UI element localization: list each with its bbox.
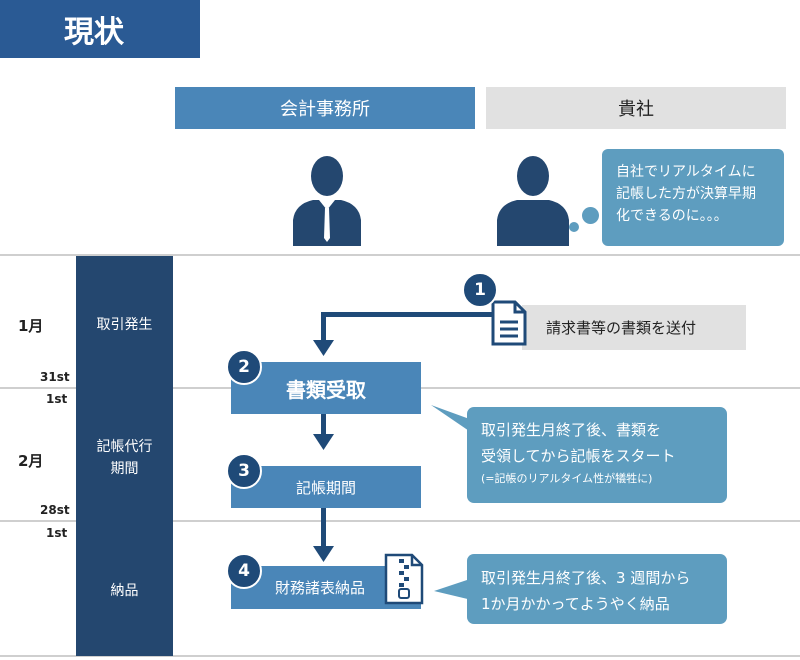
phase-label-bookkeeping: 記帳代行 期間 (76, 436, 173, 480)
arrow-down-icon (313, 546, 334, 562)
step-number-badge: 2 (226, 349, 262, 385)
callout-bookkeeping-delay: 取引発生月終了後、書類を 受領してから記帳をスタート (=記帳のリアルタイム性が… (467, 407, 727, 503)
step-number-badge: 1 (462, 272, 498, 308)
month-label: 1月 (18, 317, 44, 335)
thought-line: 化できるのに。。。 (616, 208, 728, 224)
flow-connector (321, 508, 326, 548)
accounting-firm-header: 会計事務所 (175, 87, 475, 129)
receive-documents-box: 書類受取 (231, 362, 421, 414)
callout-text: (=記帳のリアルタイム性が犠牲に) (481, 472, 653, 485)
zip-file-icon (384, 553, 424, 605)
page-title: 現状 (0, 0, 200, 58)
day-label: 1st (46, 392, 68, 406)
callout-text: 取引発生月終了後、3 週間から (481, 569, 691, 587)
document-icon (491, 300, 527, 346)
day-label: 31st (40, 370, 70, 384)
arrow-down-icon (313, 434, 334, 450)
callout-pointer (431, 405, 475, 435)
send-documents-box: 請求書等の書類を送付 (522, 305, 746, 350)
bookkeeping-period-box: 記帳期間 (231, 466, 421, 508)
thought-dot-large (582, 207, 599, 224)
thought-bubble: 自社でリアルタイムに 記帳した方が決算早期 化できるのに。。。 (602, 149, 784, 246)
step-number-badge: 4 (226, 553, 262, 589)
flow-connector (321, 312, 496, 317)
callout-text: 受領してから記帳をスタート (481, 447, 676, 465)
thought-line: 記帳した方が決算早期 (616, 186, 756, 202)
arrow-down-icon (313, 340, 334, 356)
day-label: 1st (46, 526, 68, 540)
client-company-header: 貴社 (486, 87, 786, 129)
accountant-person-icon (293, 156, 361, 246)
phase-label-line: 記帳代行 (96, 439, 153, 455)
month-label: 2月 (18, 452, 44, 470)
flow-connector (321, 312, 326, 342)
callout-delivery-delay: 取引発生月終了後、3 週間から 1か月かかってようやく納品 (467, 554, 727, 624)
callout-text: 1か月かかってようやく納品 (481, 595, 670, 613)
client-person-icon (497, 156, 569, 246)
thought-line: 自社でリアルタイムに (616, 164, 756, 180)
callout-pointer (434, 577, 476, 601)
thought-dot-small (569, 222, 579, 232)
phase-label-line: 期間 (110, 461, 139, 477)
flow-connector (321, 414, 326, 436)
phase-label-delivery: 納品 (110, 583, 139, 599)
timeline-divider (0, 655, 800, 657)
day-label: 28st (40, 503, 70, 517)
step-number-badge: 3 (226, 453, 262, 489)
timeline-divider (0, 254, 800, 256)
callout-text: 取引発生月終了後、書類を (481, 421, 662, 439)
phase-band (76, 256, 173, 656)
phase-label-transaction: 取引発生 (96, 317, 153, 333)
timeline-divider (0, 520, 800, 522)
